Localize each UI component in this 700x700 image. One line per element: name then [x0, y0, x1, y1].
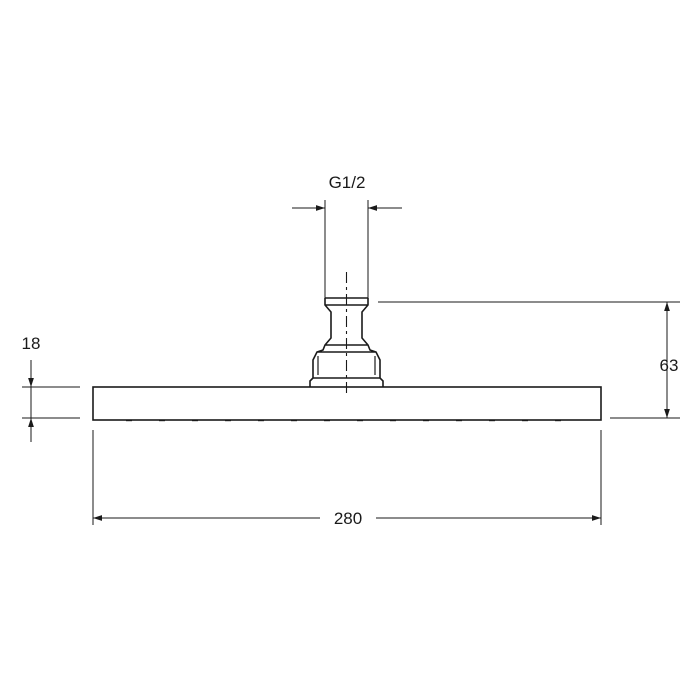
total-height-label: 63 [660, 356, 679, 375]
head-width-dimension: 280 [92, 430, 602, 528]
total-height-dimension: 63 [378, 301, 680, 419]
head-thickness-dimension: 18 [22, 334, 80, 442]
thread-dimension: G1/2 [292, 173, 402, 298]
head-thickness-label: 18 [22, 334, 41, 353]
head-width-label: 280 [334, 509, 362, 528]
thread-label: G1/2 [329, 173, 366, 192]
